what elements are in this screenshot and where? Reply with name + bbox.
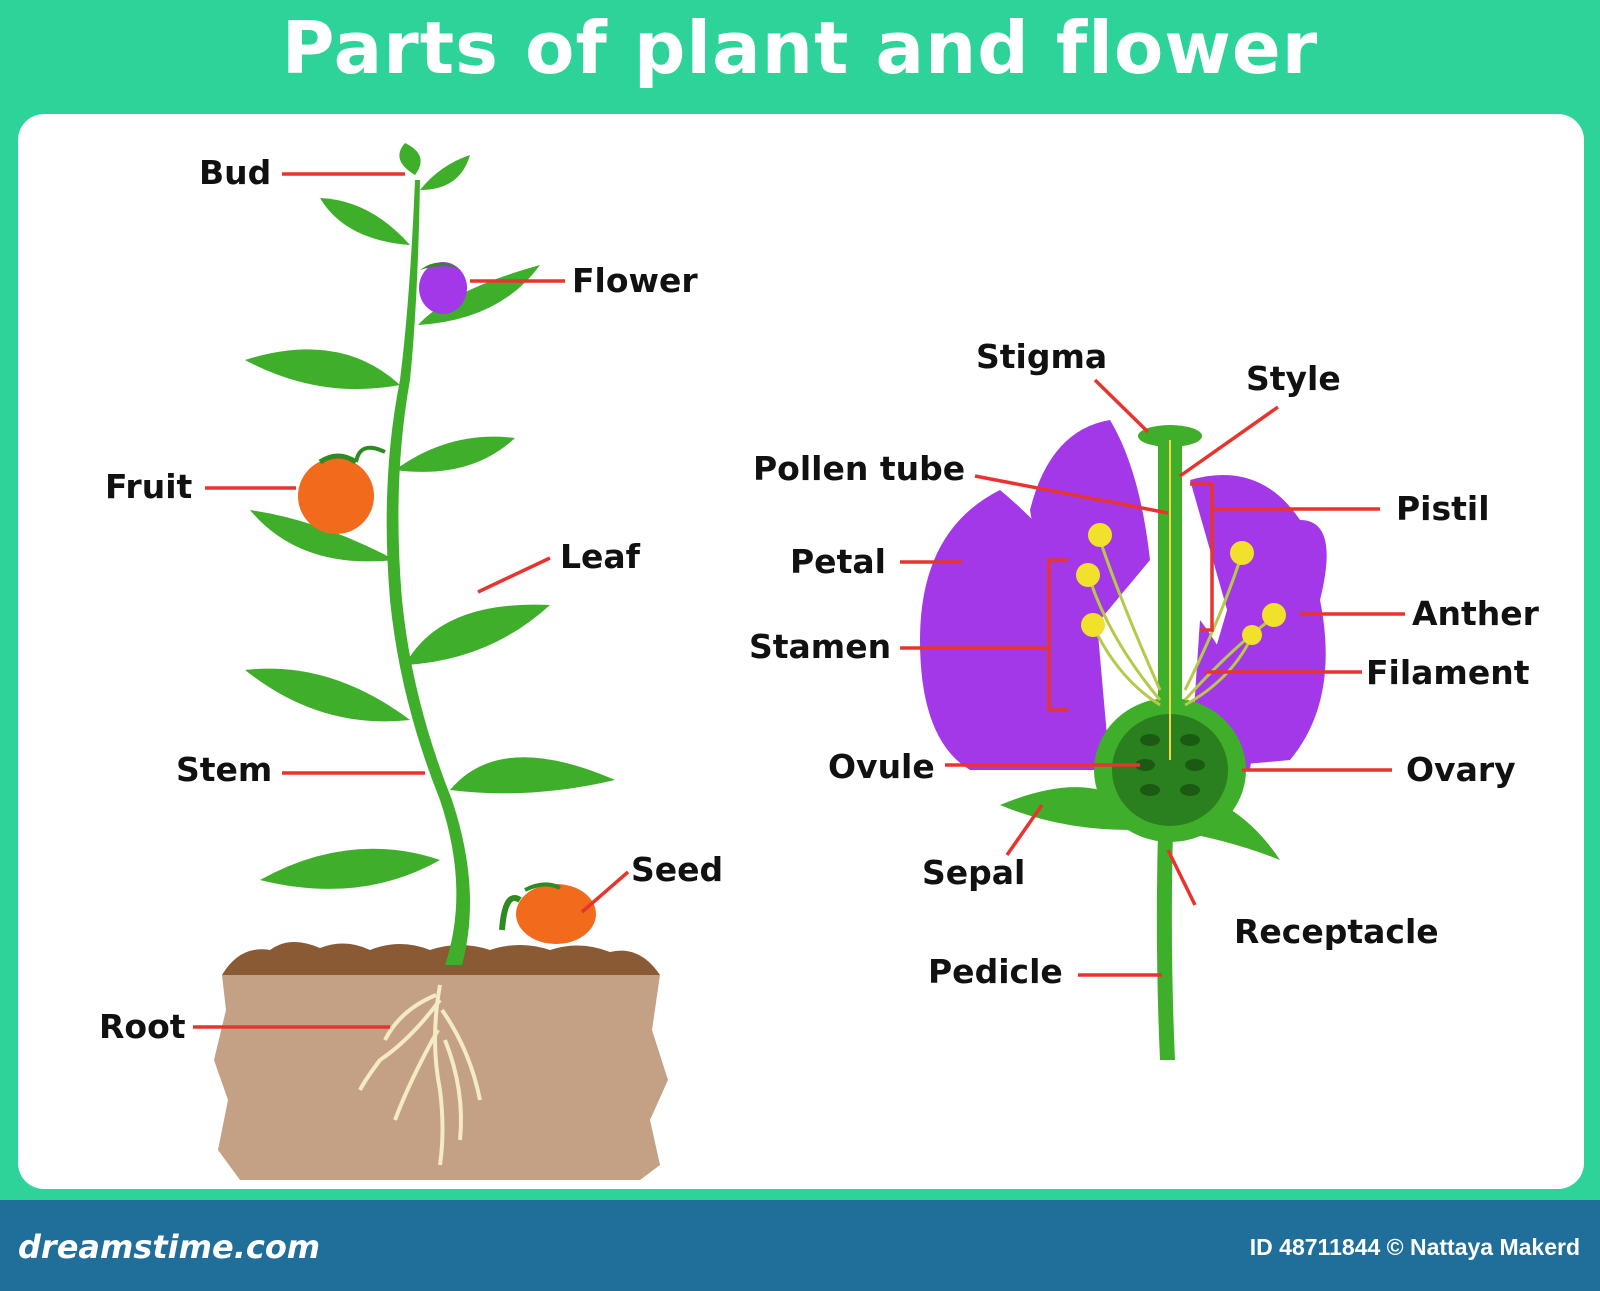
label-flower: Flower: [572, 261, 698, 300]
label-stigma: Stigma: [976, 337, 1108, 376]
roots: [358, 984, 482, 1166]
label-leaf: Leaf: [560, 537, 641, 576]
label-bud: Bud: [199, 153, 272, 192]
label-sepal: Sepal: [922, 853, 1026, 892]
plant-stem: [386, 180, 470, 965]
footer-bar: dreamstime.com ID 48711844 © Nattaya Mak…: [0, 1200, 1600, 1291]
label-pedicle: Pedicle: [928, 952, 1063, 991]
label-pollen-tube: Pollen tube: [753, 449, 966, 488]
flower-pistil: [1094, 425, 1246, 842]
plant-leader-lines: [193, 172, 630, 1029]
footer-credit: ID 48711844 © Nattaya Makerd: [1249, 1234, 1580, 1260]
flower-pedicle: [1156, 830, 1175, 1060]
flower-stamens: [1076, 523, 1286, 707]
label-fruit: Fruit: [105, 467, 193, 506]
label-petal: Petal: [790, 542, 886, 581]
label-filament: Filament: [1366, 653, 1530, 692]
label-pistil: Pistil: [1396, 489, 1490, 528]
label-receptacle: Receptacle: [1234, 912, 1439, 951]
label-seed: Seed: [631, 850, 724, 889]
page-title: Parts of plant and flower: [281, 6, 1319, 90]
plant-flower: [419, 262, 467, 314]
plant-fruit: [298, 445, 386, 534]
label-style: Style: [1246, 359, 1341, 398]
footer-brand[interactable]: dreamstime.com: [18, 1228, 321, 1266]
label-stamen: Stamen: [749, 627, 892, 666]
flower-leader-lines: [900, 378, 1405, 977]
label-stem: Stem: [176, 750, 273, 789]
label-ovule: Ovule: [828, 747, 935, 786]
label-root: Root: [99, 1007, 186, 1046]
plant-seed: [499, 882, 596, 944]
label-ovary: Ovary: [1406, 750, 1516, 789]
label-anther: Anther: [1412, 594, 1539, 633]
leaves: [245, 143, 615, 889]
